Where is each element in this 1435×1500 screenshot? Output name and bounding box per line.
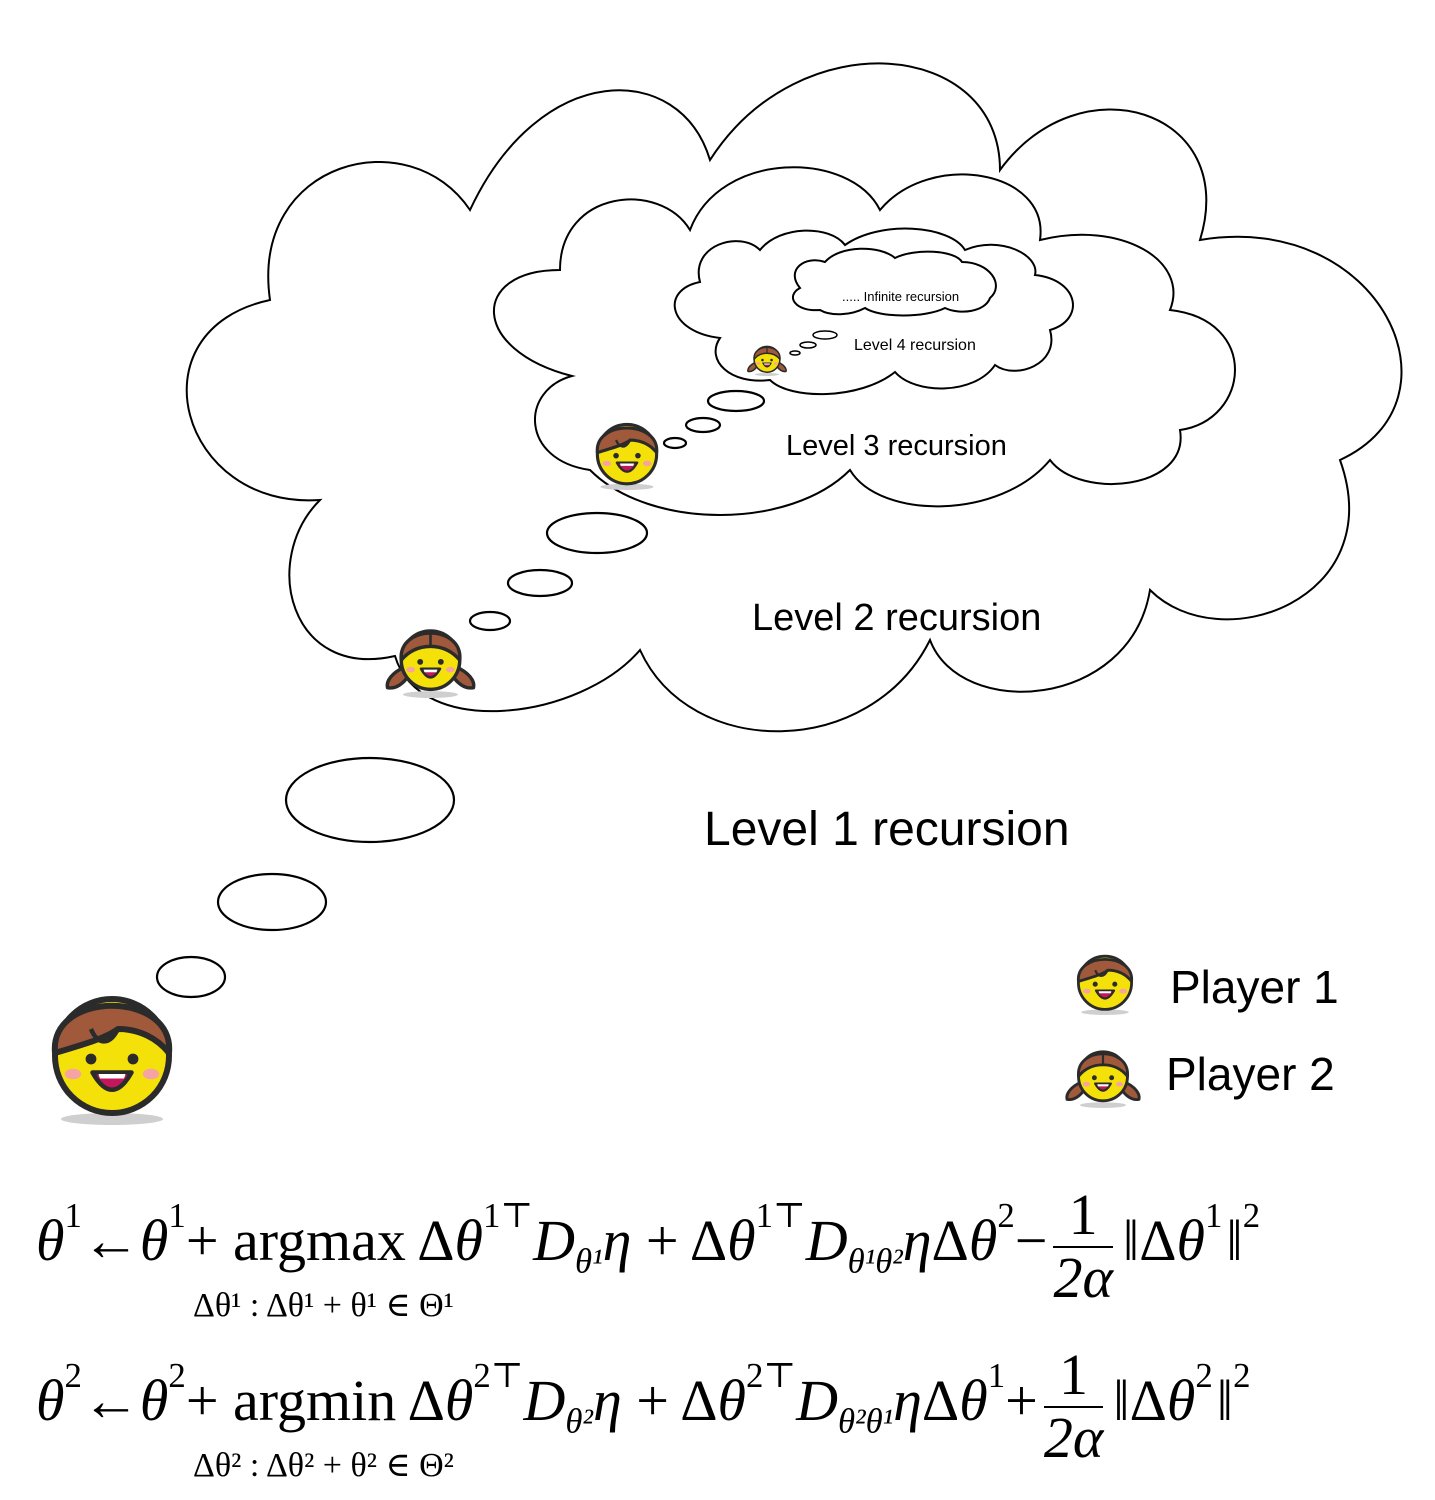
argmax-constraint: Δθ¹ : Δθ¹ + θ¹ ∈ Θ¹ xyxy=(193,1287,454,1325)
level-3-label: Level 3 recursion xyxy=(786,430,1007,462)
legend-girl-face-icon xyxy=(1065,1050,1141,1108)
player-1-face-icon xyxy=(55,999,169,1125)
argmin-constraint: Δθ² : Δθ² + θ² ∈ Θ² xyxy=(193,1447,454,1485)
level-4-cloud xyxy=(792,247,997,317)
legend-player-2-label: Player 2 xyxy=(1166,1048,1335,1100)
thought-bubbles-level-2 xyxy=(468,511,649,632)
level-2-label: Level 2 recursion xyxy=(752,597,1041,639)
thought-bubbles-level-4 xyxy=(789,330,838,356)
level-1-label: Level 1 recursion xyxy=(704,803,1070,856)
legend-boy-face-icon xyxy=(1076,954,1134,1015)
level-4-label: Level 4 recursion xyxy=(854,337,976,354)
legend: Player 1 Player 2 xyxy=(1166,961,1339,1100)
legend-player-1-label: Player 1 xyxy=(1170,961,1339,1013)
thought-bubbles-level-3 xyxy=(662,389,766,450)
recursion-diagram: ..... Infinite recursion Level 4 recursi… xyxy=(0,62,1403,1180)
infinite-recursion-label: ..... Infinite recursion xyxy=(842,289,959,304)
thought-bubbles-level-1 xyxy=(155,756,456,999)
